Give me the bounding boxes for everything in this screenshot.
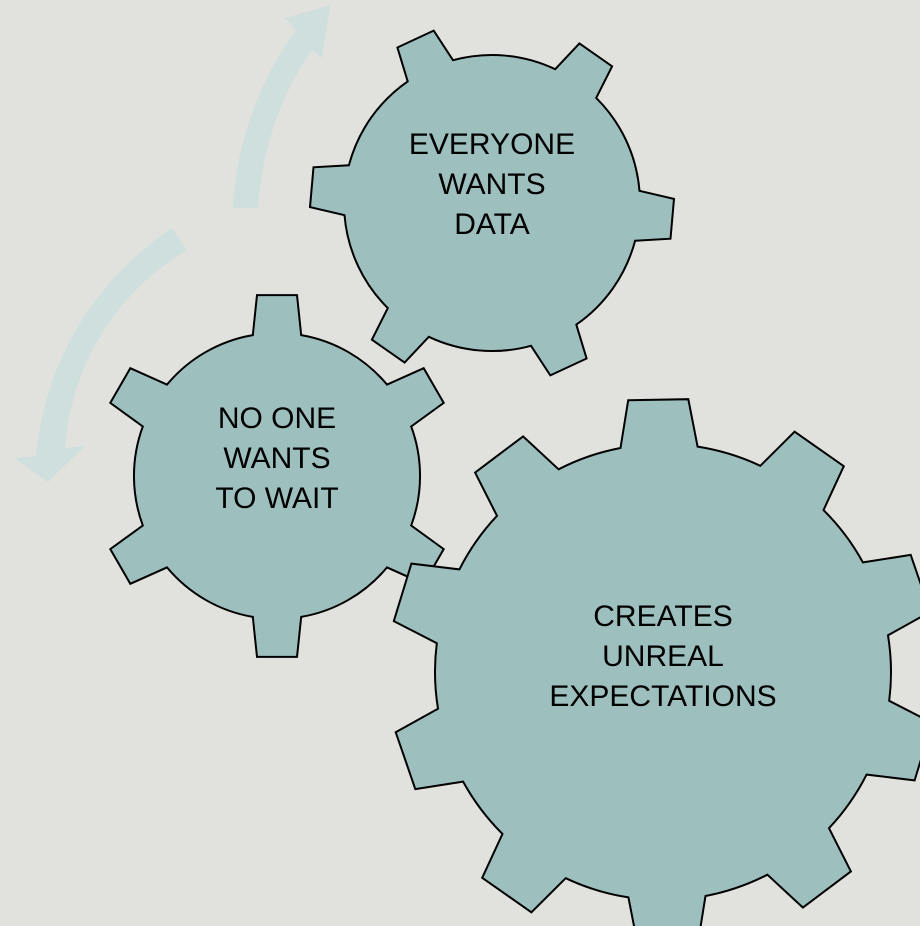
gear-no-one-wants-to-wait — [108, 294, 446, 658]
label-line: WANTS — [223, 442, 331, 475]
gear-creates-unreal-expectations — [392, 398, 920, 926]
label-line: WANTS — [438, 168, 546, 201]
label-line: DATA — [454, 208, 530, 241]
label-line: UNREAL — [602, 640, 724, 673]
gear-everyone-wants-data — [308, 29, 676, 377]
label-line: CREATES — [593, 600, 733, 633]
label-line: NO ONE — [217, 402, 337, 435]
gear-label-no-one-wants-to-wait: NO ONE WANTS TO WAIT — [177, 399, 377, 519]
gear-label-creates-unreal-expectations: CREATES UNREAL EXPECTATIONS — [543, 597, 783, 717]
label-line: EXPECTATIONS — [549, 680, 777, 713]
cycle-arrow-upper — [233, 5, 330, 208]
label-line: TO WAIT — [215, 482, 339, 515]
label-line: EVERYONE — [408, 128, 576, 161]
cycle-arrow-lower — [14, 228, 187, 482]
gear-label-everyone-wants-data: EVERYONE WANTS DATA — [392, 125, 592, 245]
